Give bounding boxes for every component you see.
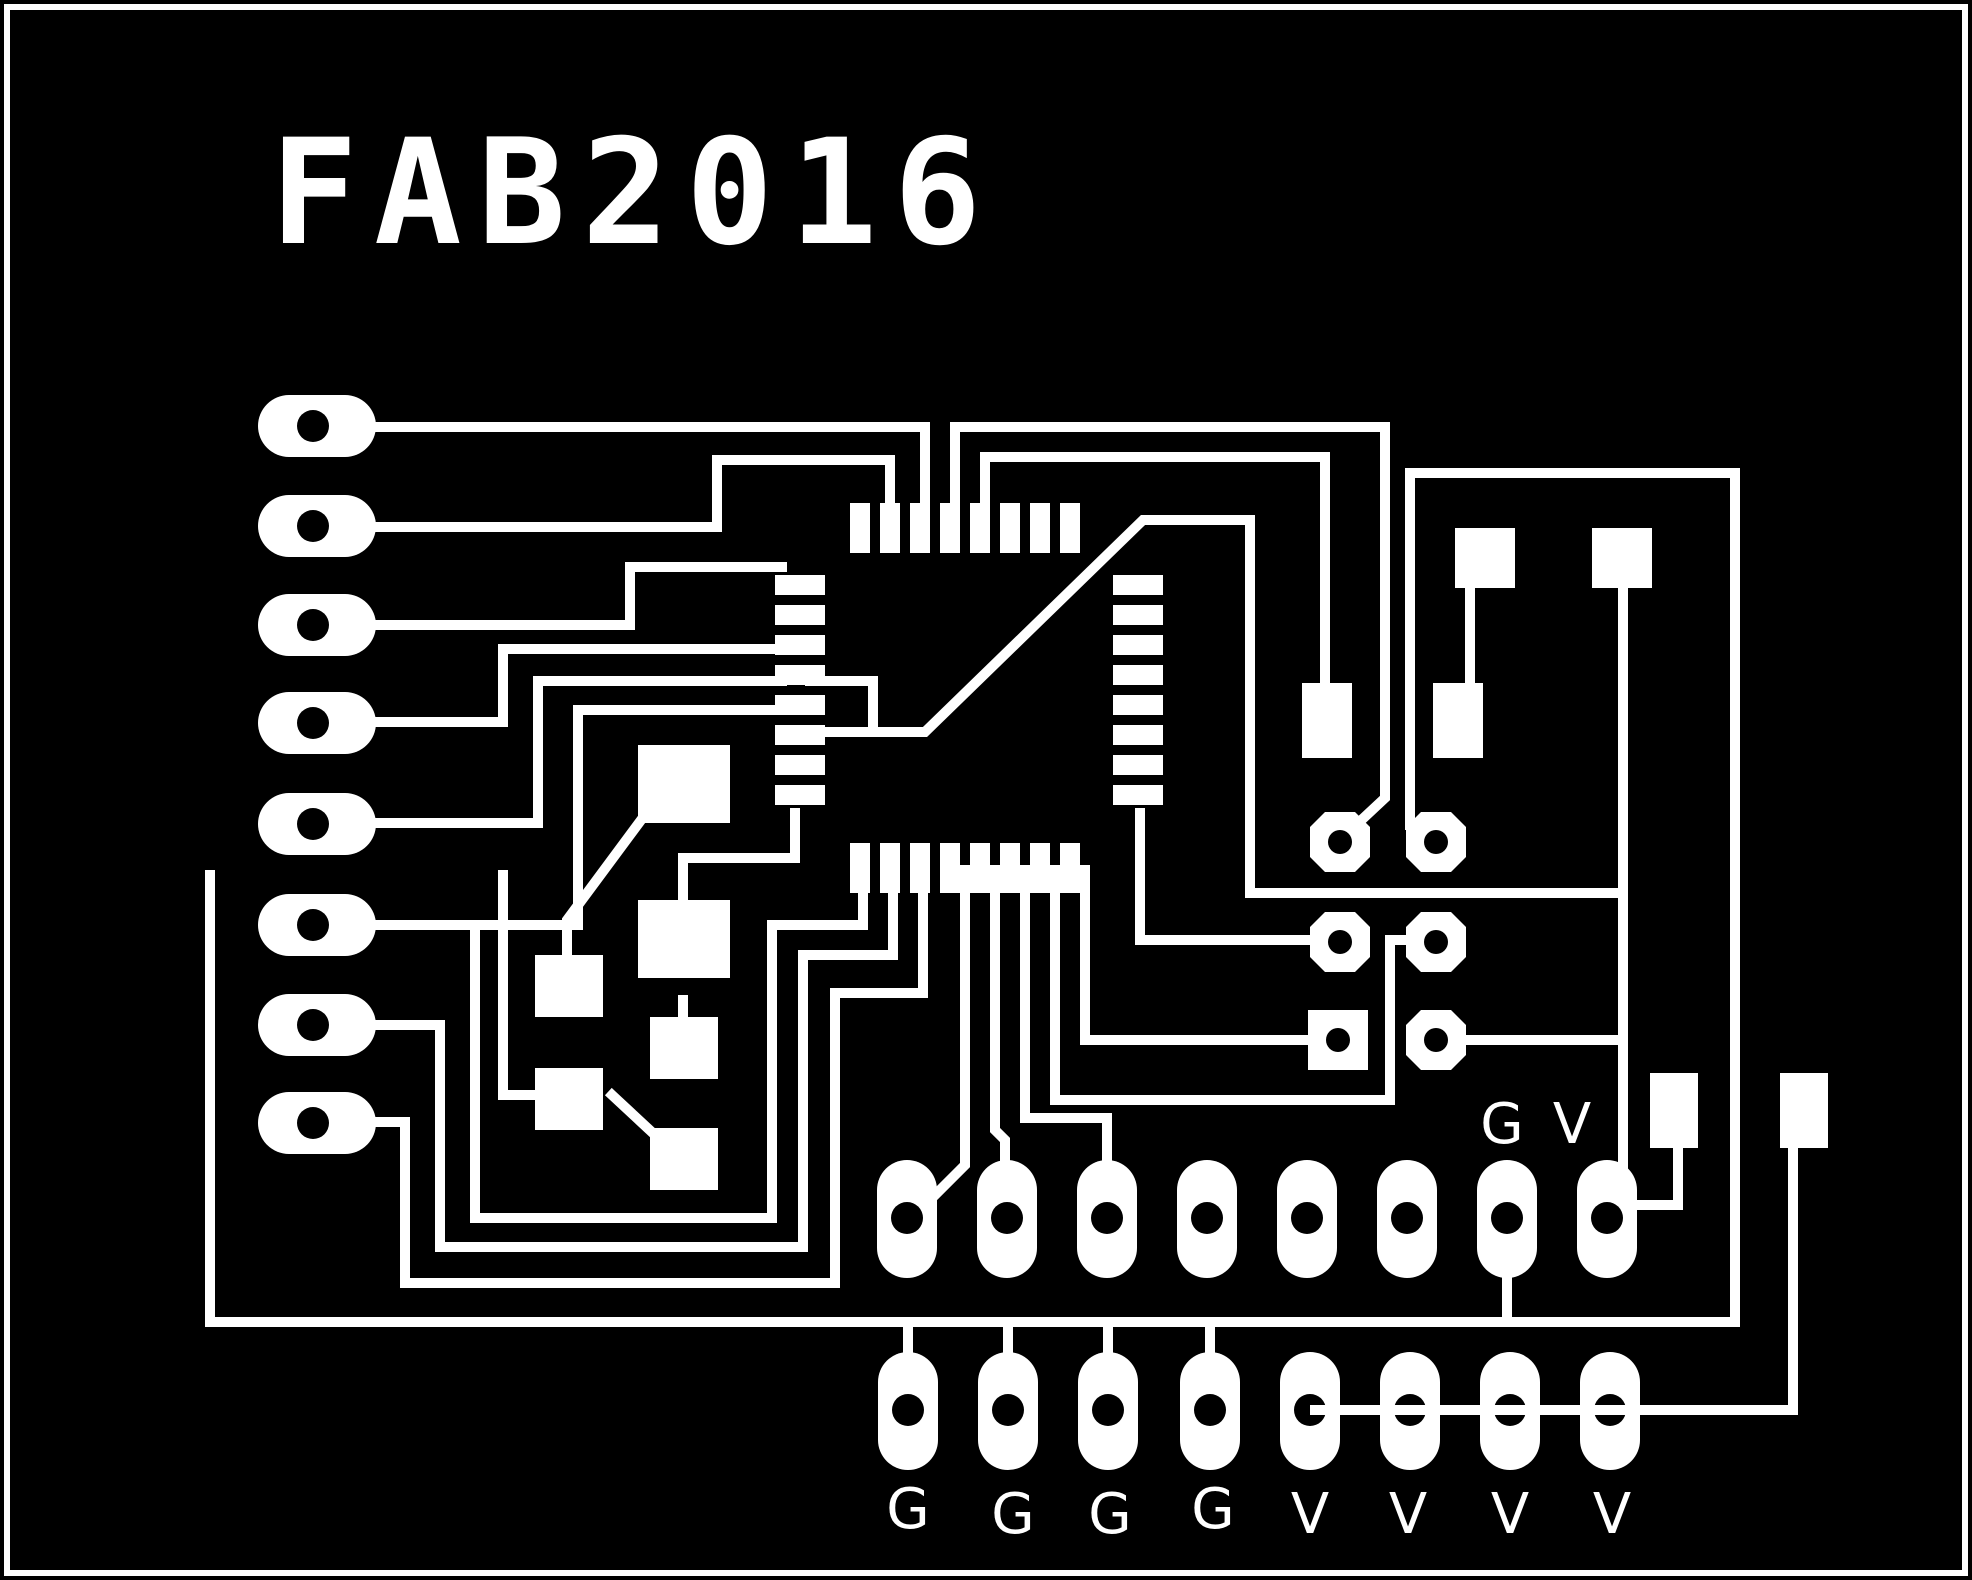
header-pin: [1177, 1160, 1237, 1278]
oval-pad: [258, 1092, 376, 1154]
left-connector: [258, 395, 376, 1154]
switch-pad-1: [1302, 683, 1352, 758]
oval-pad: [258, 793, 376, 855]
header-pin: [1477, 1160, 1537, 1278]
oval-pad: [258, 395, 376, 457]
header-pin: [1180, 1352, 1240, 1470]
label-bottom-1: G: [886, 1477, 929, 1542]
label-v-top: V: [1553, 1092, 1591, 1157]
octagon-pads: [1308, 812, 1466, 1070]
header-pin: [1577, 1160, 1637, 1278]
led-pad-1: [1455, 528, 1515, 588]
header-pin: [1078, 1352, 1138, 1470]
resistor-pad-a: [535, 955, 603, 1017]
label-bottom-3: G: [1088, 1482, 1131, 1547]
label-bottom-6: V: [1389, 1482, 1427, 1547]
cap-pad-top: [638, 900, 730, 978]
octagon-pad: [1406, 1010, 1466, 1070]
resistor-pad-c: [535, 1068, 603, 1130]
traces: [205, 422, 1798, 1415]
board-title: FAB2016: [270, 108, 997, 278]
header-pin: [1077, 1160, 1137, 1278]
mcu-chip: [775, 503, 1163, 893]
square-pad: [1308, 1010, 1368, 1070]
header-pin: [1277, 1160, 1337, 1278]
header-pin: [977, 1160, 1037, 1278]
oval-pad: [258, 894, 376, 956]
header-pin: [1377, 1160, 1437, 1278]
oval-pad: [258, 495, 376, 557]
header-pin: [877, 1160, 937, 1278]
oval-pad: [258, 594, 376, 656]
resistor-pad-b: [650, 1017, 718, 1079]
label-bottom-8: V: [1593, 1482, 1631, 1547]
octagon-pad: [1310, 812, 1370, 872]
label-bottom-7: V: [1491, 1482, 1529, 1547]
power-pad-2: [1780, 1073, 1828, 1148]
octagon-pad: [1310, 912, 1370, 972]
label-bottom-2: G: [991, 1482, 1034, 1547]
oval-pad: [258, 692, 376, 754]
smd-pads: [535, 528, 1828, 1190]
label-bottom-5: V: [1291, 1482, 1329, 1547]
octagon-pad: [1406, 912, 1466, 972]
header-pin: [878, 1352, 938, 1470]
crystal-pad: [638, 745, 730, 823]
board-outline: [4, 4, 1968, 1576]
header-top-row: [877, 1160, 1637, 1278]
octagon-pad: [1406, 812, 1466, 872]
led-pad-2: [1592, 528, 1652, 588]
switch-pad-2: [1433, 683, 1483, 758]
oval-pad: [258, 994, 376, 1056]
label-bottom-4: G: [1191, 1477, 1234, 1542]
header-pin: [978, 1352, 1038, 1470]
power-pad-1: [1650, 1073, 1698, 1148]
resistor-pad-d: [650, 1128, 718, 1190]
label-g-top: G: [1480, 1092, 1523, 1157]
pin-labels: G V G G G G V V V V: [886, 1092, 1631, 1547]
